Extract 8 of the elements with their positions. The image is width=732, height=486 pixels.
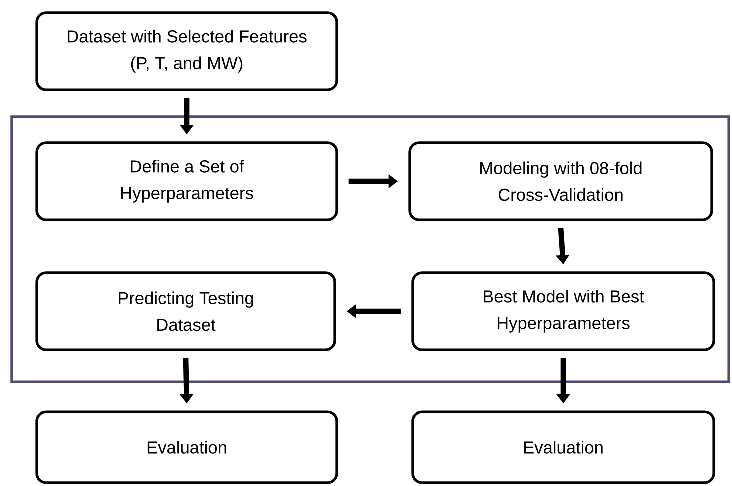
process-box: Modeling with 08-fold Cross-Validation [408,142,714,222]
process-box: Evaluation [36,410,338,484]
process-box: Evaluation [412,410,716,484]
process-box: Define a Set of Hyperparameters [36,142,338,222]
group-frame [10,116,730,384]
process-box: Predicting Testing Dataset [36,272,336,352]
process-box: Dataset with Selected Features (P, T, and MW) [36,12,338,92]
process-box: Best Model with Best Hyperparameters [412,272,716,352]
